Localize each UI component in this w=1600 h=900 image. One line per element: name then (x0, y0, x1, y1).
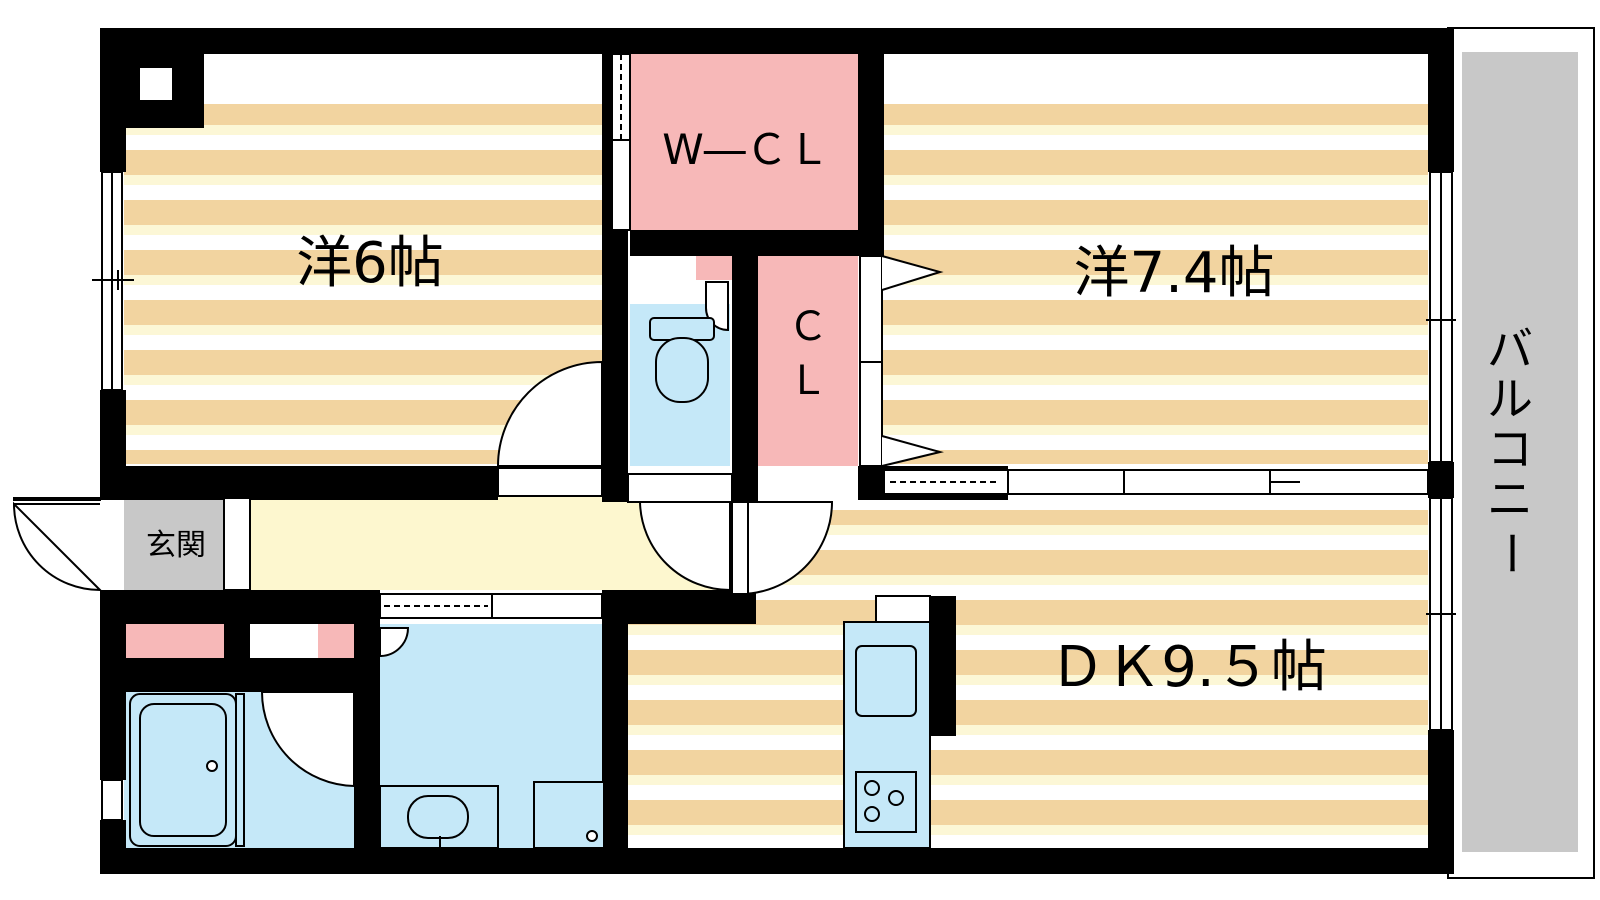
balcony-label-char: ー (1484, 530, 1538, 576)
walk-in-closet-floor (630, 52, 858, 230)
balcony-label-char: コ (1487, 422, 1533, 476)
washbasin (379, 785, 499, 849)
sliding-door-washroom (379, 593, 603, 619)
closet-doors (859, 255, 944, 467)
room-label-closet-l: Ｌ (788, 358, 828, 404)
western-room-b-floor (880, 104, 1428, 464)
room-label-closet-c: Ｃ (788, 304, 828, 350)
balcony (1447, 27, 1595, 879)
balcony-label-char: ル (1487, 372, 1533, 426)
fixture-box (636, 260, 672, 282)
room-label-walk-in-closet: W―ＣＬ (662, 125, 830, 174)
fixture-box (140, 68, 172, 100)
sliding-door-room-b (883, 469, 1429, 495)
room-label-dining-kitchen: ＤＫ9.５帖 (1049, 635, 1326, 700)
room-label-entrance: 玄関 (146, 528, 206, 563)
storage-pink-top (696, 256, 732, 280)
room-label-western-b: 洋7.4帖 (1073, 241, 1274, 306)
washing-machine-space (533, 781, 605, 849)
bathtub (129, 693, 245, 847)
shoe-closet (124, 624, 224, 658)
balcony-label-char: ニ (1487, 472, 1533, 526)
fixture-box (256, 624, 288, 658)
balcony-label-char: バ (1487, 322, 1533, 376)
storage-pink-small (318, 624, 354, 658)
entrance-floor (124, 494, 224, 590)
wic-door (611, 53, 631, 231)
toilet-fixture (649, 317, 715, 403)
swing-doors (12, 281, 834, 788)
kitchen-counter (843, 595, 931, 849)
closet-floor (758, 254, 858, 466)
room-label-western-a: 洋6帖 (296, 231, 444, 296)
window-marks (92, 270, 1456, 615)
